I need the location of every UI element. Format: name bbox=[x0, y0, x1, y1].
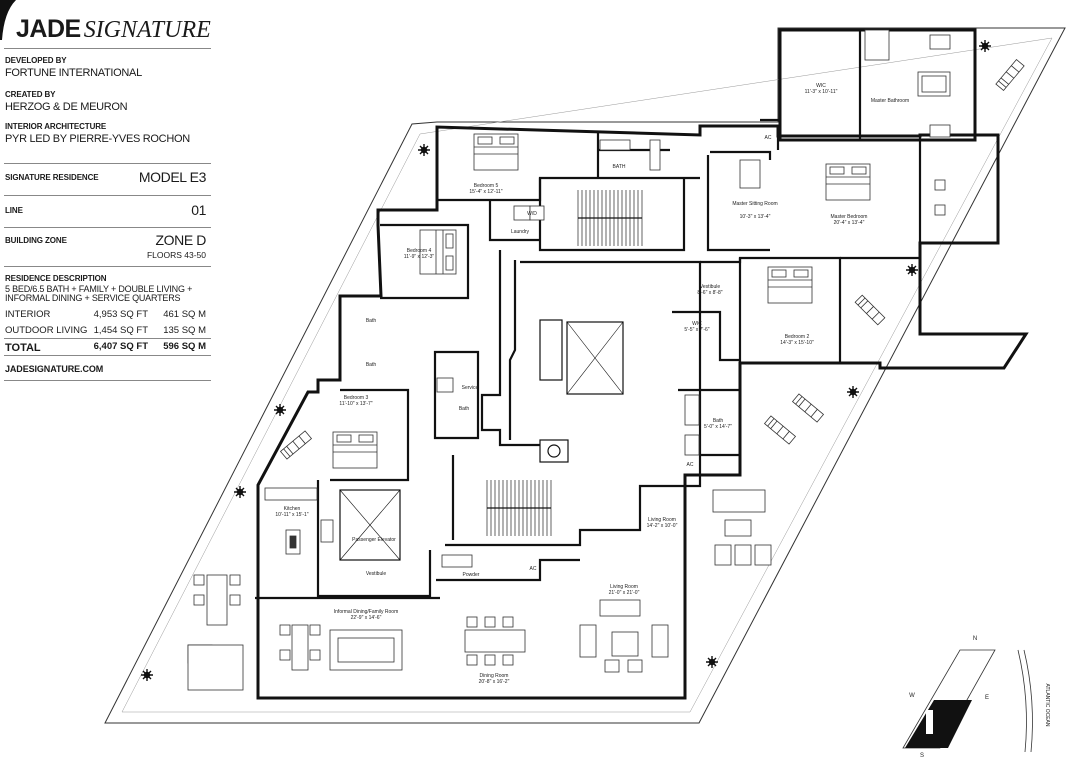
area-row-sqm: 461 SQ M bbox=[163, 309, 206, 320]
room-name: Bath bbox=[366, 362, 377, 368]
zone-value: ZONE D bbox=[155, 232, 207, 248]
site-highlight bbox=[905, 700, 972, 748]
room-name: Passenger Elevator bbox=[352, 537, 396, 543]
divider bbox=[4, 355, 211, 356]
room-name: AC bbox=[765, 135, 772, 141]
elevator-shafts bbox=[339, 319, 624, 561]
room-name: Kitchen bbox=[284, 506, 301, 512]
signature-residence-label: SIGNATURE RESIDENCE bbox=[5, 173, 99, 182]
room-name: Bath bbox=[459, 406, 470, 412]
room-dims: 11'-3" x 10'-11" bbox=[805, 89, 838, 95]
room-dims: 10'-3" x 13'-4" bbox=[740, 214, 771, 220]
room-name: Master Sitting Room bbox=[732, 201, 777, 207]
area-row-sqft: 1,454 SQ FT bbox=[93, 325, 148, 336]
room-name: Service bbox=[462, 385, 479, 391]
room-name: Master Bathroom bbox=[871, 98, 909, 104]
room-name: Dining Room bbox=[480, 673, 509, 679]
total-label: TOTAL bbox=[5, 342, 41, 354]
terrace-inner-line bbox=[121, 37, 1053, 713]
compass-south: S bbox=[920, 753, 924, 759]
divider bbox=[4, 195, 211, 196]
divider bbox=[4, 163, 211, 164]
room-dims: 14'-2" x 10'-0" bbox=[647, 523, 678, 529]
room-name: Bedroom 3 bbox=[344, 395, 369, 401]
room-name: BATH bbox=[613, 164, 626, 170]
room-name: Bath bbox=[366, 318, 377, 324]
developed-label: DEVELOPED BY bbox=[5, 56, 67, 65]
room-name: Living Room bbox=[610, 584, 638, 590]
room-name: Bedroom 5 bbox=[474, 183, 499, 189]
exterior-wall bbox=[256, 124, 1029, 700]
room-dims: 8'-6" x 8'-8" bbox=[697, 290, 722, 296]
room-dims: 5'-5" x 7'-6" bbox=[684, 327, 709, 333]
room-name: AC bbox=[530, 566, 537, 572]
divider bbox=[4, 338, 211, 339]
building-zone-label: BUILDING ZONE bbox=[5, 236, 67, 245]
developed-value: FORTUNE INTERNATIONAL bbox=[5, 67, 142, 79]
total-sqft: 6,407 SQ FT bbox=[93, 341, 148, 352]
area-row-label: OUTDOOR LIVING bbox=[5, 325, 88, 336]
room-name: AC bbox=[687, 462, 694, 468]
room-dims: 20'-8" x 16'-2" bbox=[479, 679, 510, 685]
room-name: WIC bbox=[816, 83, 826, 89]
area-row-label: INTERIOR bbox=[5, 309, 51, 320]
floors-value: FLOORS 43-50 bbox=[146, 250, 206, 260]
interior-architecture-value: PYR LED BY PIERRE-YVES ROCHON bbox=[5, 133, 190, 145]
room-name: Bedroom 2 bbox=[785, 334, 810, 340]
room-name: Laundry bbox=[511, 229, 530, 235]
room-labels: Bedroom 5 15'-4" x 12'-11" BATH W/D Laun… bbox=[275, 83, 909, 685]
furniture bbox=[187, 29, 951, 691]
residence-description-text: 5 BED/6.5 BATH + FAMILY + DOUBLE LIVING … bbox=[5, 284, 193, 303]
compass-east: E bbox=[985, 695, 989, 701]
room-name: Master Bedroom bbox=[831, 214, 868, 220]
area-row-sqft: 4,953 SQ FT bbox=[93, 309, 148, 320]
corner-mark bbox=[0, 0, 16, 40]
compass-north: N bbox=[973, 636, 977, 642]
room-name: WIC bbox=[692, 321, 702, 327]
room-dims: 11'-10" x 13'-7" bbox=[339, 401, 372, 407]
room-dims: 5'-0" x 14'-7" bbox=[704, 424, 732, 430]
interior-architecture-label: INTERIOR ARCHITECTURE bbox=[5, 122, 107, 131]
room-name: Informal Dining/Family Room bbox=[334, 609, 398, 615]
room-name: Bedroom 4 bbox=[407, 248, 432, 254]
room-dims: 20'-4" x 13'-4" bbox=[834, 220, 865, 226]
created-label: CREATED BY bbox=[5, 90, 56, 99]
website-link[interactable]: JADESIGNATURE.COM bbox=[5, 364, 104, 374]
ocean-label: ATLANTIC OCEAN bbox=[1044, 684, 1050, 727]
room-dims: 22'-9" x 14'-6" bbox=[351, 615, 382, 621]
divider bbox=[4, 48, 211, 49]
room-dims: 21'-0" x 21'-0" bbox=[609, 590, 640, 596]
key-plan: N S E W ATLANTIC OCEAN bbox=[902, 636, 1050, 759]
divider bbox=[4, 380, 211, 381]
room-dims: 11'-9" x 12'-3" bbox=[404, 254, 435, 260]
room-name: Vestibule bbox=[700, 284, 721, 290]
model-value: MODEL E3 bbox=[138, 169, 206, 185]
created-value: HERZOG & DE MEURON bbox=[5, 101, 128, 113]
line-label: LINE bbox=[5, 206, 23, 215]
room-name: Living Room bbox=[648, 517, 676, 523]
divider bbox=[4, 227, 211, 228]
divider bbox=[4, 266, 211, 267]
room-dims: 10'-11" x 15'-1" bbox=[275, 512, 308, 518]
room-name: W/D bbox=[527, 211, 537, 217]
line-value: 01 bbox=[191, 202, 206, 218]
room-name: Vestibule bbox=[366, 571, 387, 577]
area-row-sqm: 135 SQ M bbox=[163, 325, 206, 336]
compass-west: W bbox=[909, 693, 915, 699]
residence-description-label: RESIDENCE DESCRIPTION bbox=[5, 274, 107, 283]
room-name: Bath bbox=[713, 418, 724, 424]
room-name: Powder bbox=[463, 572, 480, 578]
room-dims: 15'-4" x 12'-11" bbox=[469, 189, 502, 195]
total-sqm: 596 SQ M bbox=[163, 341, 206, 352]
room-dims: 14'-3" x 15'-10" bbox=[780, 340, 814, 346]
